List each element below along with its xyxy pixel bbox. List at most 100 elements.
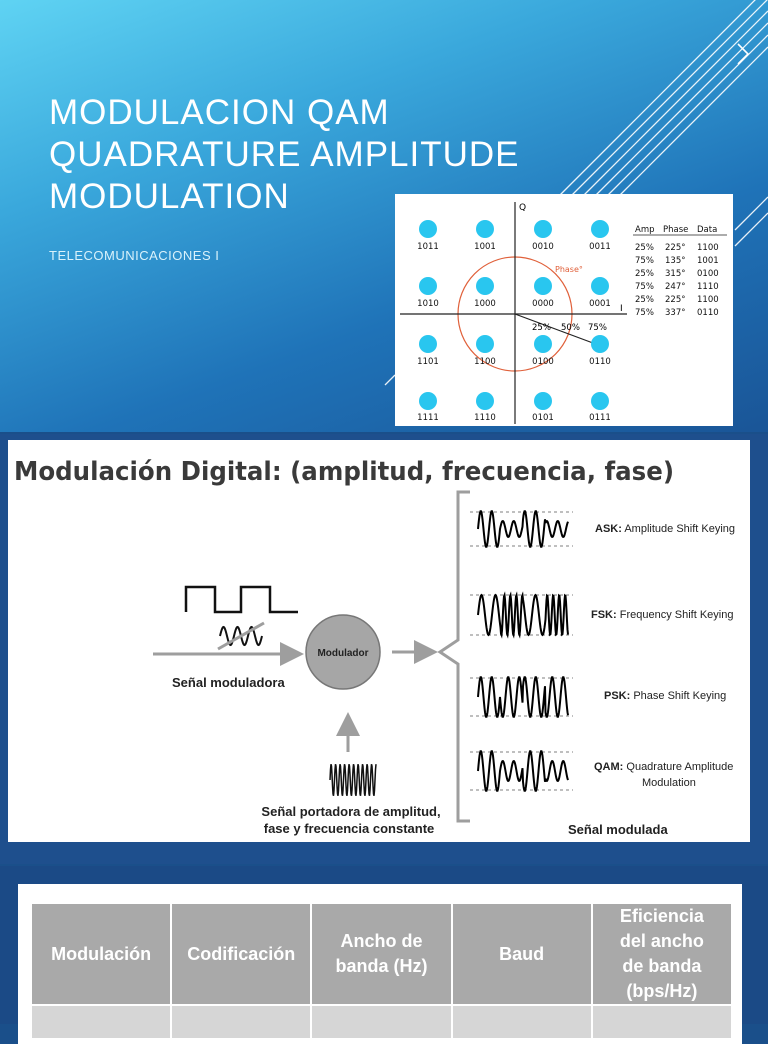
table-header: Phase <box>663 225 688 235</box>
qam-constellation-figure: Q I Phase° 25% 50% 75% <box>395 194 733 426</box>
constellation-point <box>419 392 437 410</box>
fsk-waveform <box>477 591 569 639</box>
constellation-point <box>534 277 552 295</box>
symbol-label: 0101 <box>532 413 554 423</box>
symbol-label: 1011 <box>417 242 439 252</box>
table-cell: 25% <box>635 269 654 279</box>
modulating-signal-label: Señal moduladora <box>172 675 285 690</box>
table-cell: 337° <box>665 308 685 318</box>
symbol-label: 0010 <box>532 242 554 252</box>
symbol-label: 0000 <box>532 299 554 309</box>
phase-vector <box>514 313 602 347</box>
table-cell: 1110 <box>697 282 719 292</box>
constellation-point <box>419 335 437 353</box>
table-cell <box>590 1004 734 1040</box>
table-cell: 247° <box>665 282 685 292</box>
constellation-point <box>419 220 437 238</box>
header-baud: Baud <box>450 902 593 1006</box>
carrier-wave-icon <box>329 764 377 796</box>
symbol-label: 0011 <box>589 242 611 252</box>
psk-waveform <box>477 676 569 718</box>
i-axis-label: I <box>620 304 623 314</box>
phase-label: Phase° <box>555 265 583 274</box>
constellation-point <box>591 392 609 410</box>
symbol-label: 1010 <box>417 299 439 309</box>
scheme-label-qam-line2: Modulation <box>642 777 696 789</box>
slide-subtitle: Telecomunicaciones I <box>49 248 220 263</box>
constellation-point <box>591 220 609 238</box>
table-cell: 0100 <box>697 269 719 279</box>
table-header: Data <box>697 225 717 235</box>
table-cell <box>29 1004 173 1040</box>
slide-title: Modulacion QAM Quadrature Amplitude Modu… <box>49 92 569 218</box>
table-cell: 135° <box>665 256 685 266</box>
title-line: Modulacion QAM <box>49 93 390 132</box>
digital-modulation-slide: Modulación Digital: (amplitud, frecuenci… <box>0 434 768 864</box>
table-cell: 1100 <box>697 295 719 305</box>
constellation-point <box>591 335 609 353</box>
carrier-label-line: Señal portadora de amplitud, <box>261 804 440 819</box>
table-cell: 25% <box>635 295 654 305</box>
amp-label: 50% <box>561 323 580 333</box>
constellation-point <box>534 392 552 410</box>
table-cell: 1100 <box>697 243 719 253</box>
header-codificacion: Codificación <box>170 902 313 1006</box>
table-cell: 75% <box>635 282 654 292</box>
symbol-label: 1000 <box>474 299 496 309</box>
table-cell: 25% <box>635 243 654 253</box>
table-cell <box>310 1004 453 1040</box>
symbol-label: 0100 <box>532 357 554 367</box>
symbol-label: 0110 <box>589 357 611 367</box>
table-cell: 75% <box>635 308 654 318</box>
digital-modulation-diagram: Modulación Digital: (amplitud, frecuenci… <box>8 440 750 842</box>
square-wave-icon <box>184 585 298 614</box>
table-cell: 225° <box>665 243 685 253</box>
table-cell: 0110 <box>697 308 719 318</box>
constellation-point <box>476 277 494 295</box>
table-row <box>29 1004 734 1040</box>
constellation-point <box>419 277 437 295</box>
title-slide: Modulacion QAM Quadrature Amplitude Modu… <box>0 0 768 432</box>
table-cell: 315° <box>665 269 685 279</box>
amp-label: 25% <box>532 323 551 333</box>
symbol-label: 1100 <box>474 357 496 367</box>
amp-label: 75% <box>588 323 607 333</box>
scheme-label-psk: PSK: Phase Shift Keying <box>604 690 726 702</box>
constellation-point <box>476 220 494 238</box>
scheme-label-fsk: FSK: Frequency Shift Keying <box>591 609 733 621</box>
ask-waveform <box>477 510 569 548</box>
decorative-lines <box>384 0 768 386</box>
symbol-label: 0001 <box>589 299 611 309</box>
diagram-title: Modulación Digital: (amplitud, frecuenci… <box>14 457 674 487</box>
scheme-label-ask: ASK: Amplitude Shift Keying <box>595 523 735 535</box>
table-cell: 225° <box>665 295 685 305</box>
constellation-point <box>534 335 552 353</box>
scheme-label-qam: QAM: Quadrature Amplitude <box>594 761 733 773</box>
symbol-label: 1110 <box>474 413 496 423</box>
header-modulacion: Modulación <box>29 902 173 1006</box>
table-cell: 1001 <box>697 256 719 266</box>
title-line: Modulation <box>49 177 290 216</box>
constellation-point <box>534 220 552 238</box>
bracket <box>437 490 470 823</box>
q-axis-label: Q <box>519 203 526 213</box>
constellation-point <box>476 335 494 353</box>
symbol-label: 1101 <box>417 357 439 367</box>
constellation-point <box>591 277 609 295</box>
strike-icon <box>217 621 265 651</box>
symbol-label: 1001 <box>474 242 496 252</box>
carrier-label-line: fase y frecuencia constante <box>264 821 435 836</box>
table-cell <box>170 1004 313 1040</box>
modulator-label: Modulador <box>317 648 368 659</box>
constellation-point <box>476 392 494 410</box>
table-cell: 75% <box>635 256 654 266</box>
modulator-block <box>305 614 381 690</box>
symbol-label: 0111 <box>589 413 611 423</box>
qam-waveform <box>477 750 569 792</box>
title-line: Quadrature Amplitude <box>49 135 520 174</box>
